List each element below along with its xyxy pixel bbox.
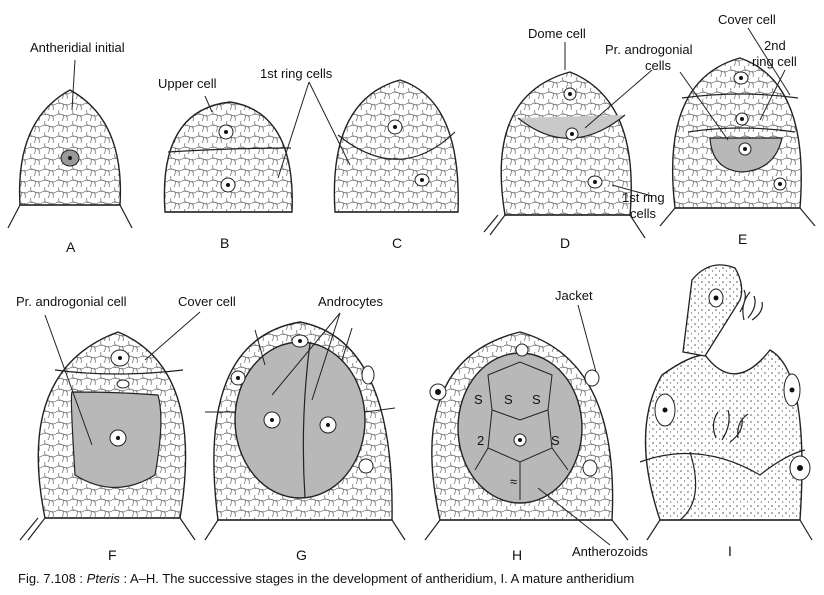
label-pr-androgonial-cells-2: cells: [645, 58, 672, 73]
label-antherozoids: Antherozoids: [572, 544, 648, 559]
panel-g: G: [296, 547, 307, 563]
panel-i: I: [728, 543, 732, 559]
label-dome-cell: Dome cell: [528, 26, 586, 41]
label-antheridial-initial: Antheridial initial: [30, 40, 125, 55]
stage-h: S S S 2 S ≈: [425, 305, 628, 545]
svg-text:≈: ≈: [510, 474, 517, 489]
label-jacket: Jacket: [555, 288, 593, 303]
label-upper-cell: Upper cell: [158, 76, 217, 91]
caption-prefix: Fig. 7.108 :: [18, 571, 87, 586]
svg-text:S: S: [551, 433, 560, 448]
label-1st-ring-cells: 1st ring cells: [260, 66, 333, 81]
panel-d: D: [560, 235, 570, 251]
label-cover-cell-f: Cover cell: [178, 294, 236, 309]
caption-text: : A–H. The successive stages in the deve…: [120, 571, 634, 586]
svg-text:2: 2: [477, 433, 484, 448]
panel-e: E: [738, 231, 747, 247]
stage-i: [640, 265, 812, 540]
stage-d: [484, 42, 652, 238]
caption-genus: Pteris: [87, 571, 120, 586]
panel-h: H: [512, 547, 522, 563]
stage-c: [278, 80, 458, 212]
stage-a: [8, 60, 132, 228]
svg-text:S: S: [532, 392, 541, 407]
svg-text:S: S: [474, 392, 483, 407]
label-2nd-ring-cell-1: 2nd: [764, 38, 786, 53]
label-1st-ring-cells-d-1: 1st ring: [622, 190, 665, 205]
svg-text:S: S: [504, 392, 513, 407]
label-cover-cell-e: Cover cell: [718, 12, 776, 27]
stage-b: [164, 96, 292, 212]
label-2nd-ring-cell-2: ring cell: [752, 54, 797, 69]
panel-f: F: [108, 547, 117, 563]
label-pr-androgonial-cell: Pr. androgonial cell: [16, 294, 127, 309]
stage-f: [20, 312, 200, 540]
label-androcytes: Androcytes: [318, 294, 384, 309]
panel-a: A: [66, 239, 76, 255]
stage-g: [205, 313, 405, 540]
label-1st-ring-cells-d-2: cells: [630, 206, 657, 221]
figure-caption: Fig. 7.108 : Pteris : A–H. The successiv…: [18, 571, 634, 586]
label-pr-androgonial-cells-1: Pr. androgonial: [605, 42, 693, 57]
panel-b: B: [220, 235, 229, 251]
panel-c: C: [392, 235, 402, 251]
